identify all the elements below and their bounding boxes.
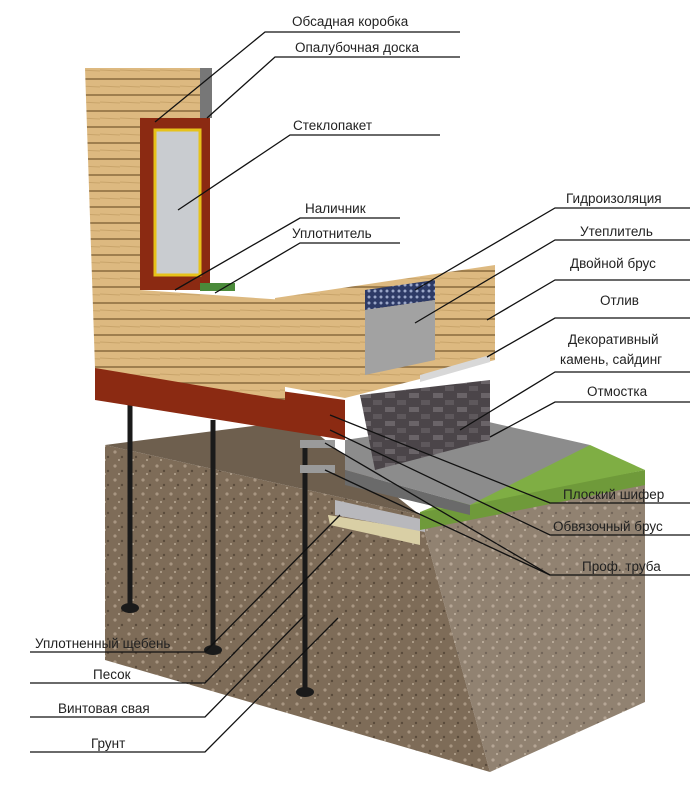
label-prof-pipe: Проф. труба: [582, 559, 661, 574]
prof-pipe: [300, 465, 335, 473]
label-double-beam: Двойной брус: [570, 256, 656, 271]
label-decor-line1: Декоративный: [568, 332, 659, 347]
label-decor-line2: камень, сайдинг: [560, 352, 662, 367]
label-drip: Отлив: [600, 293, 639, 308]
wall-left: [85, 68, 285, 400]
label-blind-area: Отмостка: [587, 384, 648, 399]
label-waterproofing: Гидроизоляция: [566, 191, 662, 206]
label-casing-box: Обсадная коробка: [292, 14, 409, 29]
grass: [420, 470, 645, 530]
label-strapping-beam: Обвязочный брус: [553, 519, 663, 534]
label-crushed-stone: Уплотненный щебень: [35, 636, 170, 651]
label-formwork-board: Опалубочная доска: [295, 40, 419, 55]
sand-layer: [328, 515, 420, 545]
leader-lines: [30, 31, 690, 753]
label-flat-slate: Плоский шифер: [563, 487, 664, 502]
label-insulation: Утеплитель: [580, 224, 653, 239]
crushed-stone-layer: [335, 500, 425, 532]
glass-unit: [153, 128, 202, 277]
label-glass-unit: Стеклопакет: [293, 118, 372, 133]
label-sealant: Уплотнитель: [292, 226, 372, 241]
soil-right-face: [420, 475, 645, 772]
strapping-beam: [95, 365, 345, 440]
insulation: [365, 300, 435, 375]
label-sand: Песок: [93, 667, 131, 682]
pile-blades: [121, 603, 314, 697]
label-trim: Наличник: [305, 201, 366, 216]
label-soil: Грунт: [91, 736, 125, 751]
sealant: [200, 283, 235, 291]
soil-top: [105, 420, 420, 515]
blind-area-edge: [345, 470, 470, 515]
drip: [420, 355, 490, 382]
decorative-stone: [360, 380, 490, 470]
prof-pipe: [300, 440, 335, 448]
formwork-board: [200, 68, 212, 118]
label-screw-pile: Винтовая свая: [58, 701, 150, 716]
screw-piles: [127, 400, 308, 690]
